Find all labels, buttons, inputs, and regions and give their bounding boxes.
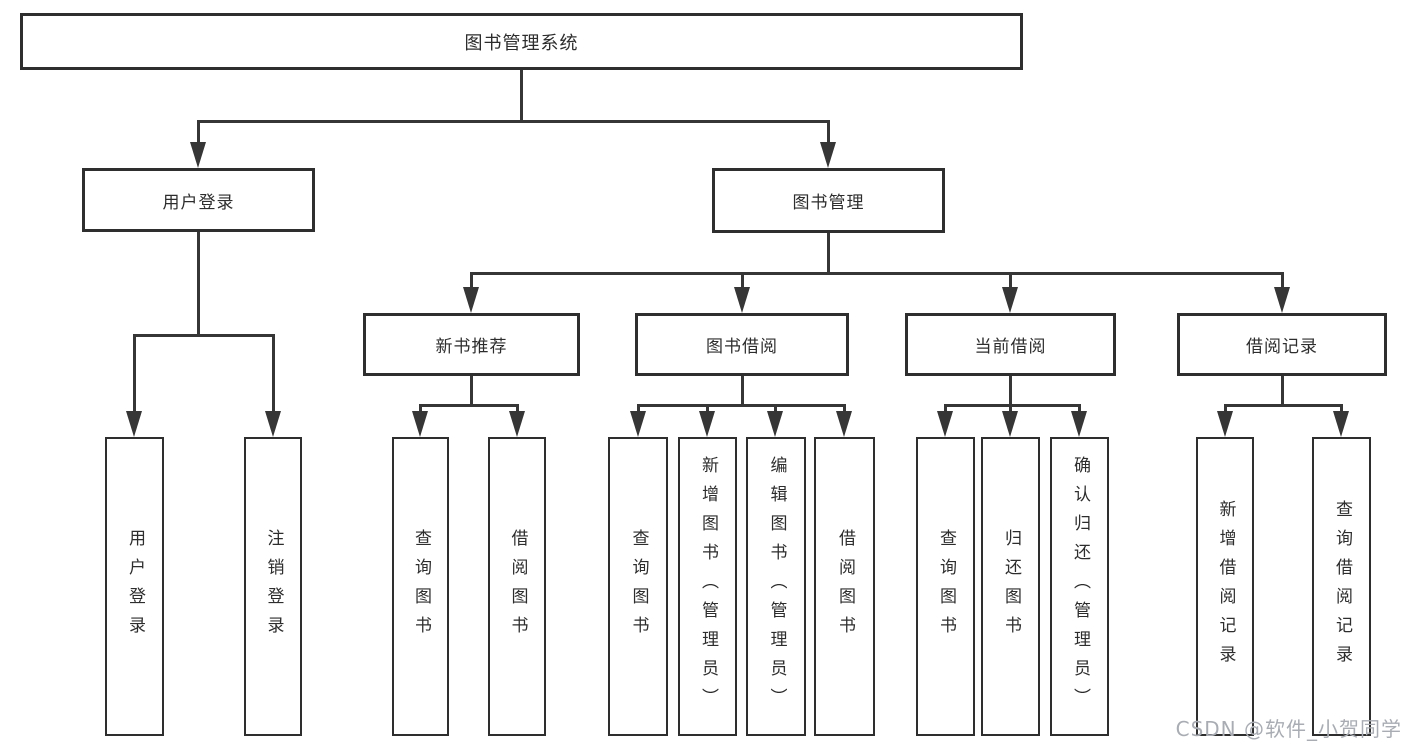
node-user-login: 用户登录 — [82, 168, 315, 232]
leaf-edit-book-admin: 编辑图书（管理员） — [746, 437, 806, 736]
connector-bar-book-management — [471, 272, 1282, 275]
arrow-down-to-borrow-books-2 — [836, 404, 852, 437]
connector-bar-new-book-recommend — [420, 404, 518, 407]
arrow-down-to-borrow-books-1 — [509, 404, 525, 437]
node-current-borrow: 当前借阅 — [905, 313, 1116, 376]
arrow-down-to-edit-book — [767, 404, 783, 437]
csdn-watermark: CSDN @软件_小贺同学 — [1175, 717, 1402, 741]
arrow-down-to-return-book — [1002, 404, 1018, 437]
arrow-down-to-book-management — [820, 120, 836, 168]
node-library-management-system: 图书管理系统 — [20, 13, 1023, 70]
arrow-down-to-borrow-records — [1274, 272, 1290, 313]
arrow-down-to-add-book — [699, 404, 715, 437]
arrow-down-to-add-borrow-record — [1217, 404, 1233, 437]
leaf-add-book-admin: 新增图书（管理员） — [678, 437, 737, 736]
arrow-down-to-new-book-recommend — [463, 272, 479, 313]
arrow-down-to-leaf-user-login — [126, 334, 142, 437]
leaf-borrow-books-recommend: 借阅图书 — [488, 437, 546, 736]
connector-bar-current-borrow — [945, 404, 1080, 407]
arrow-down-to-query-borrow-record — [1333, 404, 1349, 437]
leaf-logout: 注销登录 — [244, 437, 302, 736]
node-new-book-recommend: 新书推荐 — [363, 313, 580, 376]
connector-stem-root — [520, 70, 523, 122]
connector-stem-user-login — [197, 232, 200, 337]
arrow-down-to-book-borrow — [734, 272, 750, 313]
arrow-down-to-current-borrow — [1002, 272, 1018, 313]
arrow-down-to-user-login — [190, 120, 206, 168]
leaf-query-books-borrow: 查询图书 — [608, 437, 668, 736]
connector-stem-new-book-recommend — [470, 376, 473, 407]
arrow-down-to-query-books-3 — [937, 404, 953, 437]
connector-stem-borrow-records — [1281, 376, 1284, 407]
arrow-down-to-query-books-2 — [630, 404, 646, 437]
connector-stem-book-borrow — [741, 376, 744, 407]
connector-bar-borrow-records — [1225, 404, 1343, 407]
leaf-user-login: 用户登录 — [105, 437, 164, 736]
leaf-add-borrow-record: 新增借阅记录 — [1196, 437, 1254, 736]
arrow-down-to-confirm-return — [1071, 404, 1087, 437]
leaf-return-book: 归还图书 — [981, 437, 1040, 736]
leaf-query-books-current: 查询图书 — [916, 437, 975, 736]
leaf-confirm-return-admin: 确认归还（管理员） — [1050, 437, 1109, 736]
node-book-management: 图书管理 — [712, 168, 945, 233]
connector-bar-book-borrow — [638, 404, 844, 407]
connector-bar-user-login — [134, 334, 274, 337]
node-book-borrow: 图书借阅 — [635, 313, 849, 376]
leaf-borrow-books-borrow: 借阅图书 — [814, 437, 875, 736]
arrow-down-to-leaf-logout — [265, 334, 281, 437]
leaf-query-books-recommend: 查询图书 — [392, 437, 449, 736]
node-borrow-records: 借阅记录 — [1177, 313, 1387, 376]
arrow-down-to-query-books-1 — [412, 404, 428, 437]
connector-stem-current-borrow — [1009, 376, 1012, 407]
leaf-query-borrow-record: 查询借阅记录 — [1312, 437, 1371, 736]
connector-stem-book-management — [827, 233, 830, 274]
connector-bar-root — [198, 120, 829, 123]
